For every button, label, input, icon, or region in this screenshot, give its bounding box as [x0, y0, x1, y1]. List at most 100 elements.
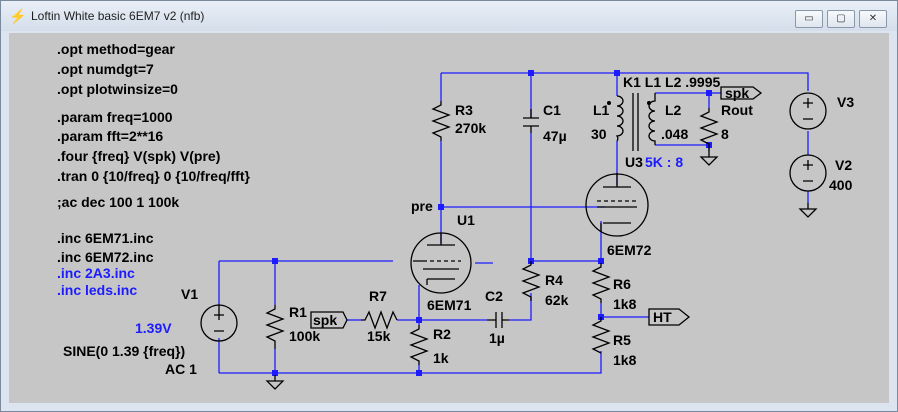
transformer-ratio: 5K : 8: [645, 154, 683, 170]
svg-text:R1: R1: [289, 304, 307, 320]
spice-directives: .opt method=gear .opt numdgt=7 .opt plot…: [57, 41, 251, 298]
junction-dot: [416, 317, 422, 323]
transformer-core: [632, 93, 639, 151]
directive-param-freq[interactable]: .param freq=1000: [57, 109, 173, 125]
wire-top-rail: [441, 72, 809, 91]
directive-inc-6em71[interactable]: .inc 6EM71.inc: [57, 230, 154, 246]
wire-l2-bottom: [655, 144, 710, 151]
directive-opt-plotwinsize[interactable]: .opt plotwinsize=0: [57, 81, 178, 97]
net-label-pre[interactable]: pre: [411, 198, 433, 214]
voltage-source-v3[interactable]: V3: [789, 92, 854, 130]
schematic-drawing[interactable]: .opt method=gear .opt numdgt=7 .opt plot…: [9, 33, 889, 403]
svg-text:V1: V1: [181, 286, 198, 302]
ground-symbol-v2: [798, 203, 818, 218]
minimize-button[interactable]: ▭: [795, 10, 823, 28]
maximize-button[interactable]: ▢: [827, 10, 855, 28]
directive-opt-method[interactable]: .opt method=gear: [57, 41, 175, 57]
svg-text:C2: C2: [485, 288, 503, 304]
junction-dot: [272, 258, 278, 264]
svg-text:47µ: 47µ: [543, 128, 567, 144]
svg-text:R2: R2: [433, 326, 451, 342]
inductor-l2[interactable]: L2 .048: [647, 93, 688, 145]
svg-text:C1: C1: [543, 102, 561, 118]
voltage-source-v2[interactable]: V2 400: [789, 154, 853, 193]
inductor-l1[interactable]: L1 30: [591, 95, 624, 142]
svg-text:SINE(0 1.39 {freq}): SINE(0 1.39 {freq}): [63, 343, 185, 359]
wire-c2: [419, 293, 532, 321]
tube-u3[interactable]: U3 6EM72: [585, 154, 652, 258]
svg-text:400: 400: [829, 177, 853, 193]
junction-dot: [706, 90, 712, 96]
resistor-r4[interactable]: R4 62k: [521, 261, 569, 308]
tube-u1[interactable]: U1 6EM71: [410, 212, 475, 313]
directive-inc-leds[interactable]: .inc leds.inc: [57, 282, 137, 298]
ltspice-icon: ⚡: [9, 8, 27, 24]
svg-text:R6: R6: [613, 276, 631, 292]
voltage-source-v1[interactable]: V1 1.39V SINE(0 1.39 {freq}) AC 1: [63, 286, 238, 377]
resistor-r5[interactable]: R5 1k8: [591, 317, 637, 368]
junction-dot: [528, 70, 534, 76]
svg-text:6EM72: 6EM72: [607, 242, 652, 258]
svg-text:15k: 15k: [367, 328, 391, 344]
junction-dot: [416, 370, 422, 376]
net-label-spk-out[interactable]: spk: [720, 85, 763, 101]
svg-text:62k: 62k: [545, 292, 569, 308]
svg-text:8: 8: [721, 126, 729, 142]
capacitor-c2[interactable]: C2 1µ: [485, 288, 509, 346]
svg-text:R7: R7: [369, 288, 387, 304]
close-button[interactable]: ✕: [859, 10, 887, 28]
directive-param-fft[interactable]: .param fft=2**16: [57, 128, 163, 144]
coupling-directive[interactable]: K1 L1 L2 .9995: [623, 74, 720, 90]
svg-text:V3: V3: [837, 94, 854, 110]
directive-opt-numdgt[interactable]: .opt numdgt=7: [57, 61, 154, 77]
net-label-ht[interactable]: HT: [648, 308, 691, 326]
directive-tran[interactable]: .tran 0 {10/freq} 0 {10/freq/fft}: [57, 168, 251, 184]
svg-text:1k: 1k: [433, 350, 449, 366]
resistor-r3[interactable]: R3 270k: [431, 101, 486, 141]
schematic-canvas[interactable]: .opt method=gear .opt numdgt=7 .opt plot…: [9, 33, 889, 403]
wire-ground-rail: [219, 351, 602, 374]
net-label-spk-in[interactable]: spk: [310, 311, 348, 329]
capacitor-c1[interactable]: C1 47µ: [523, 102, 567, 144]
svg-text:30: 30: [591, 126, 607, 142]
resistor-r7[interactable]: R7 15k: [361, 288, 398, 344]
ground-symbol-input: [265, 375, 285, 390]
svg-text:U3: U3: [625, 154, 643, 170]
svg-text:HT: HT: [653, 309, 672, 325]
svg-text:6EM71: 6EM71: [427, 297, 472, 313]
svg-text:L2: L2: [665, 102, 682, 118]
resistor-r1[interactable]: R1 100k: [265, 304, 320, 349]
window-title: Loftin White basic 6EM7 v2 (nfb): [31, 9, 205, 23]
svg-text:V2: V2: [835, 157, 852, 173]
svg-text:R3: R3: [455, 102, 473, 118]
junction-dot: [598, 258, 604, 264]
junction-dot: [272, 370, 278, 376]
svg-text:100k: 100k: [289, 328, 320, 344]
svg-text:spk: spk: [725, 85, 749, 101]
svg-text:R4: R4: [545, 272, 563, 288]
title-bar[interactable]: ⚡ Loftin White basic 6EM7 v2 (nfb) ▭ ▢ ✕: [1, 1, 897, 31]
svg-text:U1: U1: [457, 212, 475, 228]
svg-text:1.39V: 1.39V: [135, 320, 172, 336]
svg-text:AC 1: AC 1: [165, 361, 197, 377]
directive-inc-2a3[interactable]: .inc 2A3.inc: [57, 265, 135, 281]
resistor-r6[interactable]: R6 1k8: [591, 263, 637, 312]
svg-text:270k: 270k: [455, 120, 486, 136]
directive-ac-comment[interactable]: ;ac dec 100 1 100k: [57, 194, 179, 210]
svg-text:1k8: 1k8: [613, 352, 637, 368]
svg-text:.048: .048: [661, 126, 688, 142]
directive-four[interactable]: .four {freq} V(spk) V(pre): [57, 148, 220, 164]
svg-text:R5: R5: [613, 332, 631, 348]
svg-text:Rout: Rout: [721, 102, 753, 118]
ground-symbol-l2: [699, 151, 719, 166]
svg-text:1µ: 1µ: [489, 330, 505, 346]
junction-dot: [438, 204, 444, 210]
junction-dot: [614, 70, 620, 76]
svg-text:spk: spk: [313, 312, 337, 328]
resistor-r2[interactable]: R2 1k: [409, 325, 451, 366]
svg-text:L1: L1: [593, 102, 610, 118]
resistor-rout[interactable]: Rout 8: [699, 102, 753, 151]
directive-inc-6em72[interactable]: .inc 6EM72.inc: [57, 249, 154, 265]
svg-text:1k8: 1k8: [613, 296, 637, 312]
